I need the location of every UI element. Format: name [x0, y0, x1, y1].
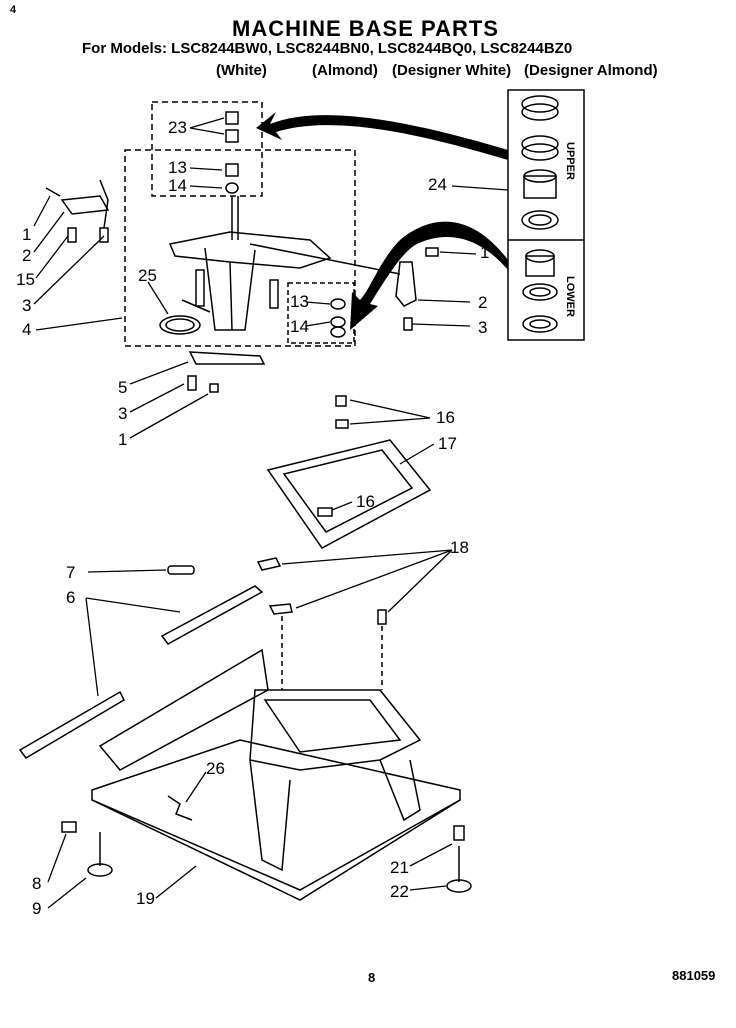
arrow-upper-kit — [256, 112, 508, 160]
callout-15: 15 — [16, 270, 35, 289]
page-title: MACHINE BASE PARTS — [232, 16, 499, 41]
callout-3: 3 — [118, 404, 128, 423]
callout-2: 2 — [22, 246, 32, 265]
color-almond: (Almond) — [312, 62, 378, 79]
callout-14: 14 — [290, 317, 309, 336]
color-white: (White) — [216, 62, 267, 79]
callout-2: 2 — [478, 293, 488, 312]
callout-21: 21 — [390, 858, 409, 877]
box-kit-24 — [507, 89, 585, 341]
callout-14: 14 — [168, 176, 187, 195]
box-transmission — [124, 149, 356, 347]
models-line: For Models: LSC8244BW0, LSC8244BN0, LSC8… — [82, 40, 573, 57]
corner-mark: 4 — [10, 4, 17, 16]
callout-16: 16 — [356, 492, 375, 511]
callout-24: 24 — [428, 175, 447, 194]
arrow-lower-kit — [350, 221, 508, 330]
callout-5: 5 — [118, 378, 128, 397]
callout-19: 19 — [136, 889, 155, 908]
page-number: 8 — [368, 970, 376, 985]
color-designer-white: (Designer White) — [392, 62, 512, 79]
box-upper-parts — [151, 101, 263, 197]
callout-3: 3 — [478, 318, 488, 337]
callout-25: 25 — [138, 266, 157, 285]
callout-13: 13 — [290, 292, 309, 311]
callout-1: 1 — [22, 225, 32, 244]
callout-16: 16 — [436, 408, 455, 427]
callout-6: 6 — [66, 588, 76, 607]
color-designer-almond: (Designer Almond) — [524, 62, 658, 79]
label-upper: UPPER — [564, 142, 576, 180]
callout-9: 9 — [32, 899, 42, 918]
callout-4: 4 — [22, 320, 32, 339]
callout-1: 1 — [118, 430, 128, 449]
callout-8: 8 — [32, 874, 42, 893]
callout-1: 1 — [480, 243, 490, 262]
callout-23: 23 — [168, 118, 187, 137]
label-lower: LOWER — [564, 276, 576, 317]
callout-22: 22 — [390, 882, 409, 901]
callout-3: 3 — [22, 296, 32, 315]
drawing-code: 881059 — [672, 968, 716, 983]
callout-26: 26 — [206, 759, 225, 778]
callout-18: 18 — [450, 538, 469, 557]
callout-7: 7 — [66, 563, 76, 582]
callout-17: 17 — [438, 434, 457, 453]
callout-13: 13 — [168, 158, 187, 177]
